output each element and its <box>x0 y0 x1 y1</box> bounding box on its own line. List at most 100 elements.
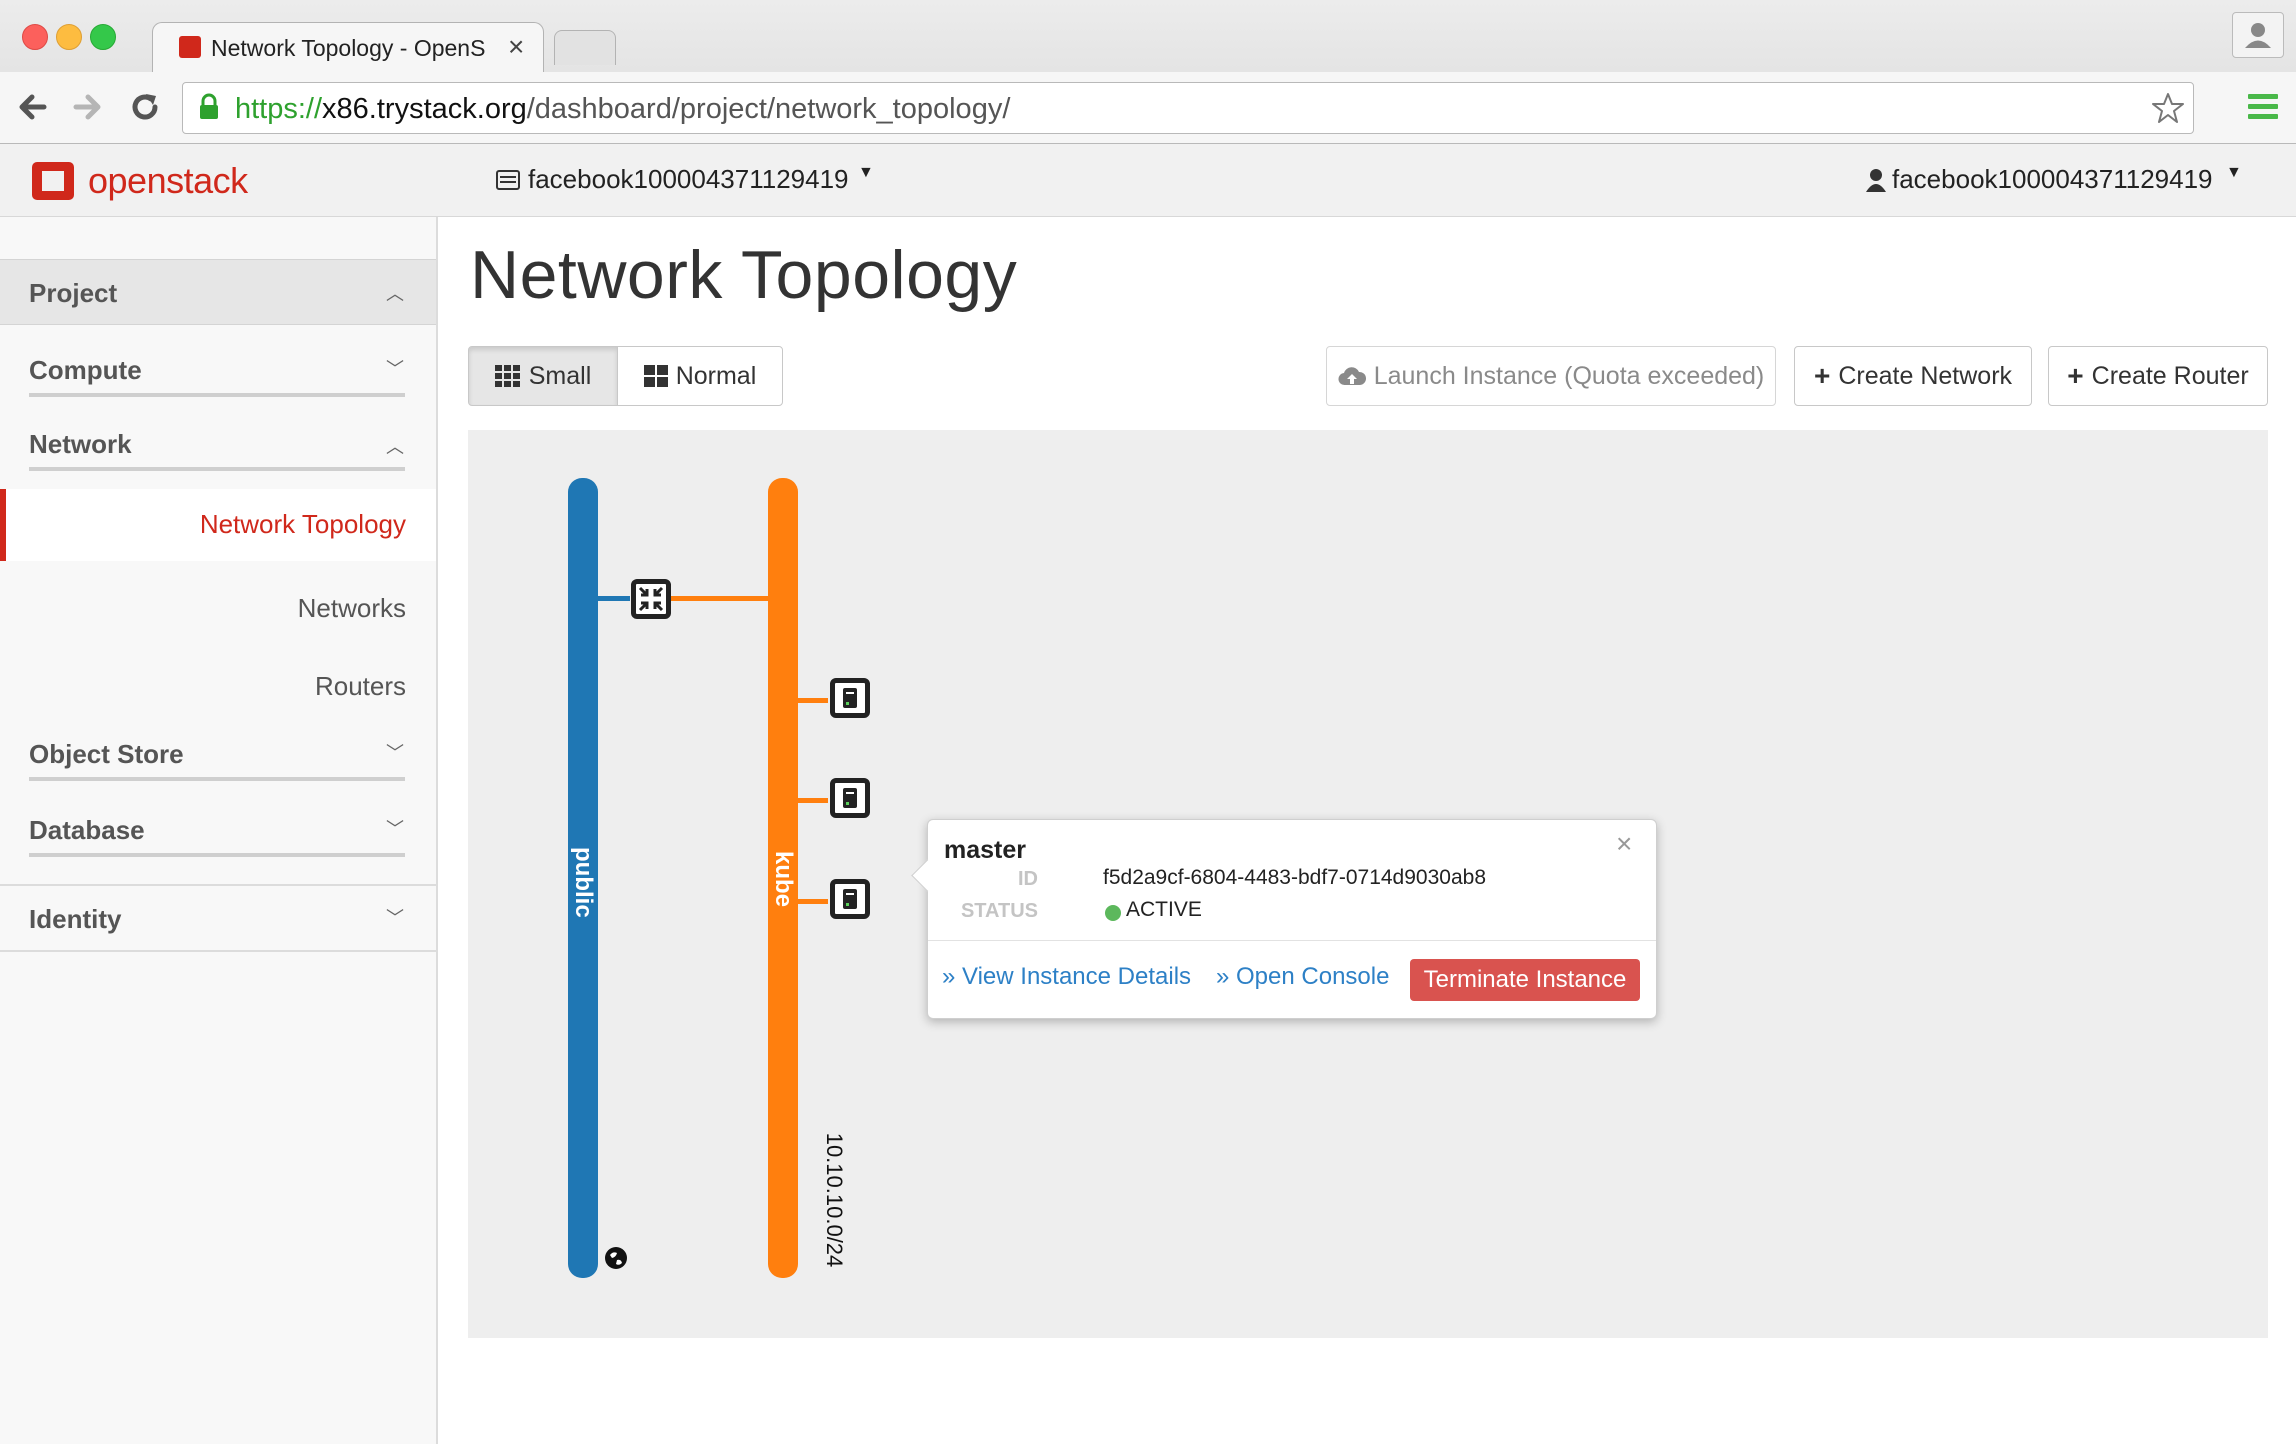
person-icon <box>2245 23 2271 48</box>
id-label: ID <box>1018 868 1038 890</box>
network-bar-public[interactable] <box>568 478 598 1278</box>
sidebar-section-network[interactable]: Network ︿ <box>0 421 436 473</box>
instance-node[interactable] <box>830 778 870 818</box>
sidebar-label-project: Project <box>29 278 118 308</box>
profile-button[interactable] <box>2232 12 2284 58</box>
globe-icon <box>605 1247 627 1269</box>
cloud-upload-icon <box>1338 367 1366 386</box>
grid-small-icon <box>494 365 520 387</box>
user-menu-label: facebook100004371129419 <box>1892 164 2213 194</box>
create-router-button[interactable]: + Create Router <box>2048 346 2268 406</box>
divider <box>29 777 405 781</box>
browser-menu-icon[interactable] <box>2248 94 2278 120</box>
router-node[interactable] <box>631 579 671 619</box>
network-cidr-kube: 10.10.10.0/24 <box>822 1132 847 1268</box>
address-bar[interactable]: https://x86.trystack.org/dashboard/proje… <box>182 82 2194 134</box>
browser-chrome: Network Topology - OpenS × https://x86.t… <box>0 0 2296 144</box>
sidebar-section-identity[interactable]: Identity ﹀ <box>0 884 436 952</box>
sidebar-section-project[interactable]: Project ︿ <box>0 259 436 325</box>
status-label: STATUS <box>960 900 1038 922</box>
instance-node[interactable] <box>830 678 870 718</box>
router-link-kube <box>666 596 768 601</box>
sidebar-label-identity: Identity <box>29 904 122 934</box>
forward-arrow-icon[interactable] <box>68 88 106 126</box>
view-small-label: Small <box>528 361 592 390</box>
network-label-public: public <box>570 847 597 918</box>
sidebar: Project ︿ Compute ﹀ Network ︿ Network To… <box>0 217 438 1444</box>
user-menu[interactable]: facebook100004371129419 ▼ <box>1866 162 2246 198</box>
sidebar-section-compute[interactable]: Compute ﹀ <box>0 347 436 399</box>
server-icon <box>843 788 857 808</box>
back-arrow-icon[interactable] <box>14 88 52 126</box>
logo-text: openstack <box>88 160 248 201</box>
id-value: f5d2a9cf-6804-4483-bdf7-0714d9030ab8 <box>1103 866 1486 889</box>
chevron-up-icon: ︿ <box>386 437 404 457</box>
browser-tab[interactable]: Network Topology - OpenS × <box>152 22 544 73</box>
status-led <box>846 802 849 805</box>
sidebar-label-network: Network <box>29 429 132 459</box>
create-network-label: Create Network <box>1838 361 2013 390</box>
sidebar-item-networks[interactable]: Networks <box>0 585 436 635</box>
bookmark-star-icon[interactable] <box>2151 91 2185 125</box>
chevron-down-icon: ▼ <box>2226 164 2242 181</box>
instance-node-master[interactable] <box>830 879 870 919</box>
sidebar-label-compute: Compute <box>29 355 142 385</box>
instance-link <box>798 899 828 904</box>
open-console-link[interactable]: » Open Console <box>1216 963 1390 990</box>
sidebar-item-label: Network Topology <box>199 509 406 539</box>
plus-icon: + <box>1813 360 1831 391</box>
plus-icon: + <box>2067 360 2084 391</box>
new-tab-button[interactable] <box>554 30 616 65</box>
sidebar-item-routers[interactable]: Routers <box>0 663 436 713</box>
instance-popup: master × ID f5d2a9cf-6804-4483-bdf7-0714… <box>927 819 1657 1019</box>
view-instance-details-link[interactable]: » View Instance Details <box>942 963 1192 990</box>
chevron-down-icon: ﹀ <box>386 359 404 379</box>
minimize-window-button[interactable] <box>56 24 82 50</box>
create-network-button[interactable]: + Create Network <box>1794 346 2032 406</box>
openstack-logo[interactable]: openstack <box>30 154 250 206</box>
launch-instance-button[interactable]: Launch Instance (Quota exceeded) <box>1326 346 1776 406</box>
zoom-window-button[interactable] <box>90 24 116 50</box>
chevron-down-icon: ﹀ <box>386 743 404 763</box>
divider <box>29 393 405 397</box>
sidebar-item-label: Networks <box>297 593 406 623</box>
url-scheme: https:// <box>235 93 323 125</box>
sidebar-label-object-store: Object Store <box>29 739 184 769</box>
status-dot-icon <box>1105 905 1121 921</box>
network-label-kube: kube <box>770 850 797 907</box>
sidebar-section-database[interactable]: Database ﹀ <box>0 807 436 859</box>
close-icon[interactable]: × <box>1616 828 1633 859</box>
openstack-logo-icon <box>32 162 74 200</box>
instance-link <box>798 698 828 703</box>
divider <box>29 853 405 857</box>
openstack-header: openstack facebook100004371129419 ▼ face… <box>0 144 2296 217</box>
url-host: x86.trystack.org <box>322 93 527 125</box>
sidebar-section-object-store[interactable]: Object Store ﹀ <box>0 731 436 783</box>
secure-lock-icon <box>200 93 218 119</box>
terminate-instance-label: Terminate Instance <box>1423 966 1627 993</box>
view-small-button[interactable]: Small <box>468 346 618 406</box>
sidebar-item-network-topology[interactable]: Network Topology <box>0 489 436 561</box>
close-window-button[interactable] <box>22 24 48 50</box>
terminate-instance-button[interactable]: Terminate Instance <box>1410 959 1640 1001</box>
sidebar-label-database: Database <box>29 815 145 845</box>
status-led <box>846 702 849 705</box>
launch-instance-label: Launch Instance (Quota exceeded) <box>1373 361 1765 390</box>
reload-icon[interactable] <box>126 88 164 126</box>
view-normal-button[interactable]: Normal <box>617 346 783 406</box>
divider <box>29 467 405 471</box>
tab-close-icon[interactable]: × <box>508 31 525 62</box>
router-link-public <box>598 596 630 601</box>
page-title: Network Topology <box>470 237 1018 313</box>
project-selector-label: facebook100004371129419 <box>528 164 849 194</box>
router-icon <box>638 586 664 612</box>
user-icon <box>1866 169 1886 192</box>
server-icon <box>843 688 857 708</box>
tab-title: Network Topology - OpenS <box>211 35 486 61</box>
server-icon <box>843 889 857 909</box>
openstack-favicon-icon <box>179 36 201 58</box>
instance-link <box>798 798 828 803</box>
network-bar-kube[interactable] <box>768 478 798 1278</box>
chevron-down-icon: ▼ <box>858 164 874 181</box>
url-path: /dashboard/project/network_topology/ <box>526 93 1011 125</box>
